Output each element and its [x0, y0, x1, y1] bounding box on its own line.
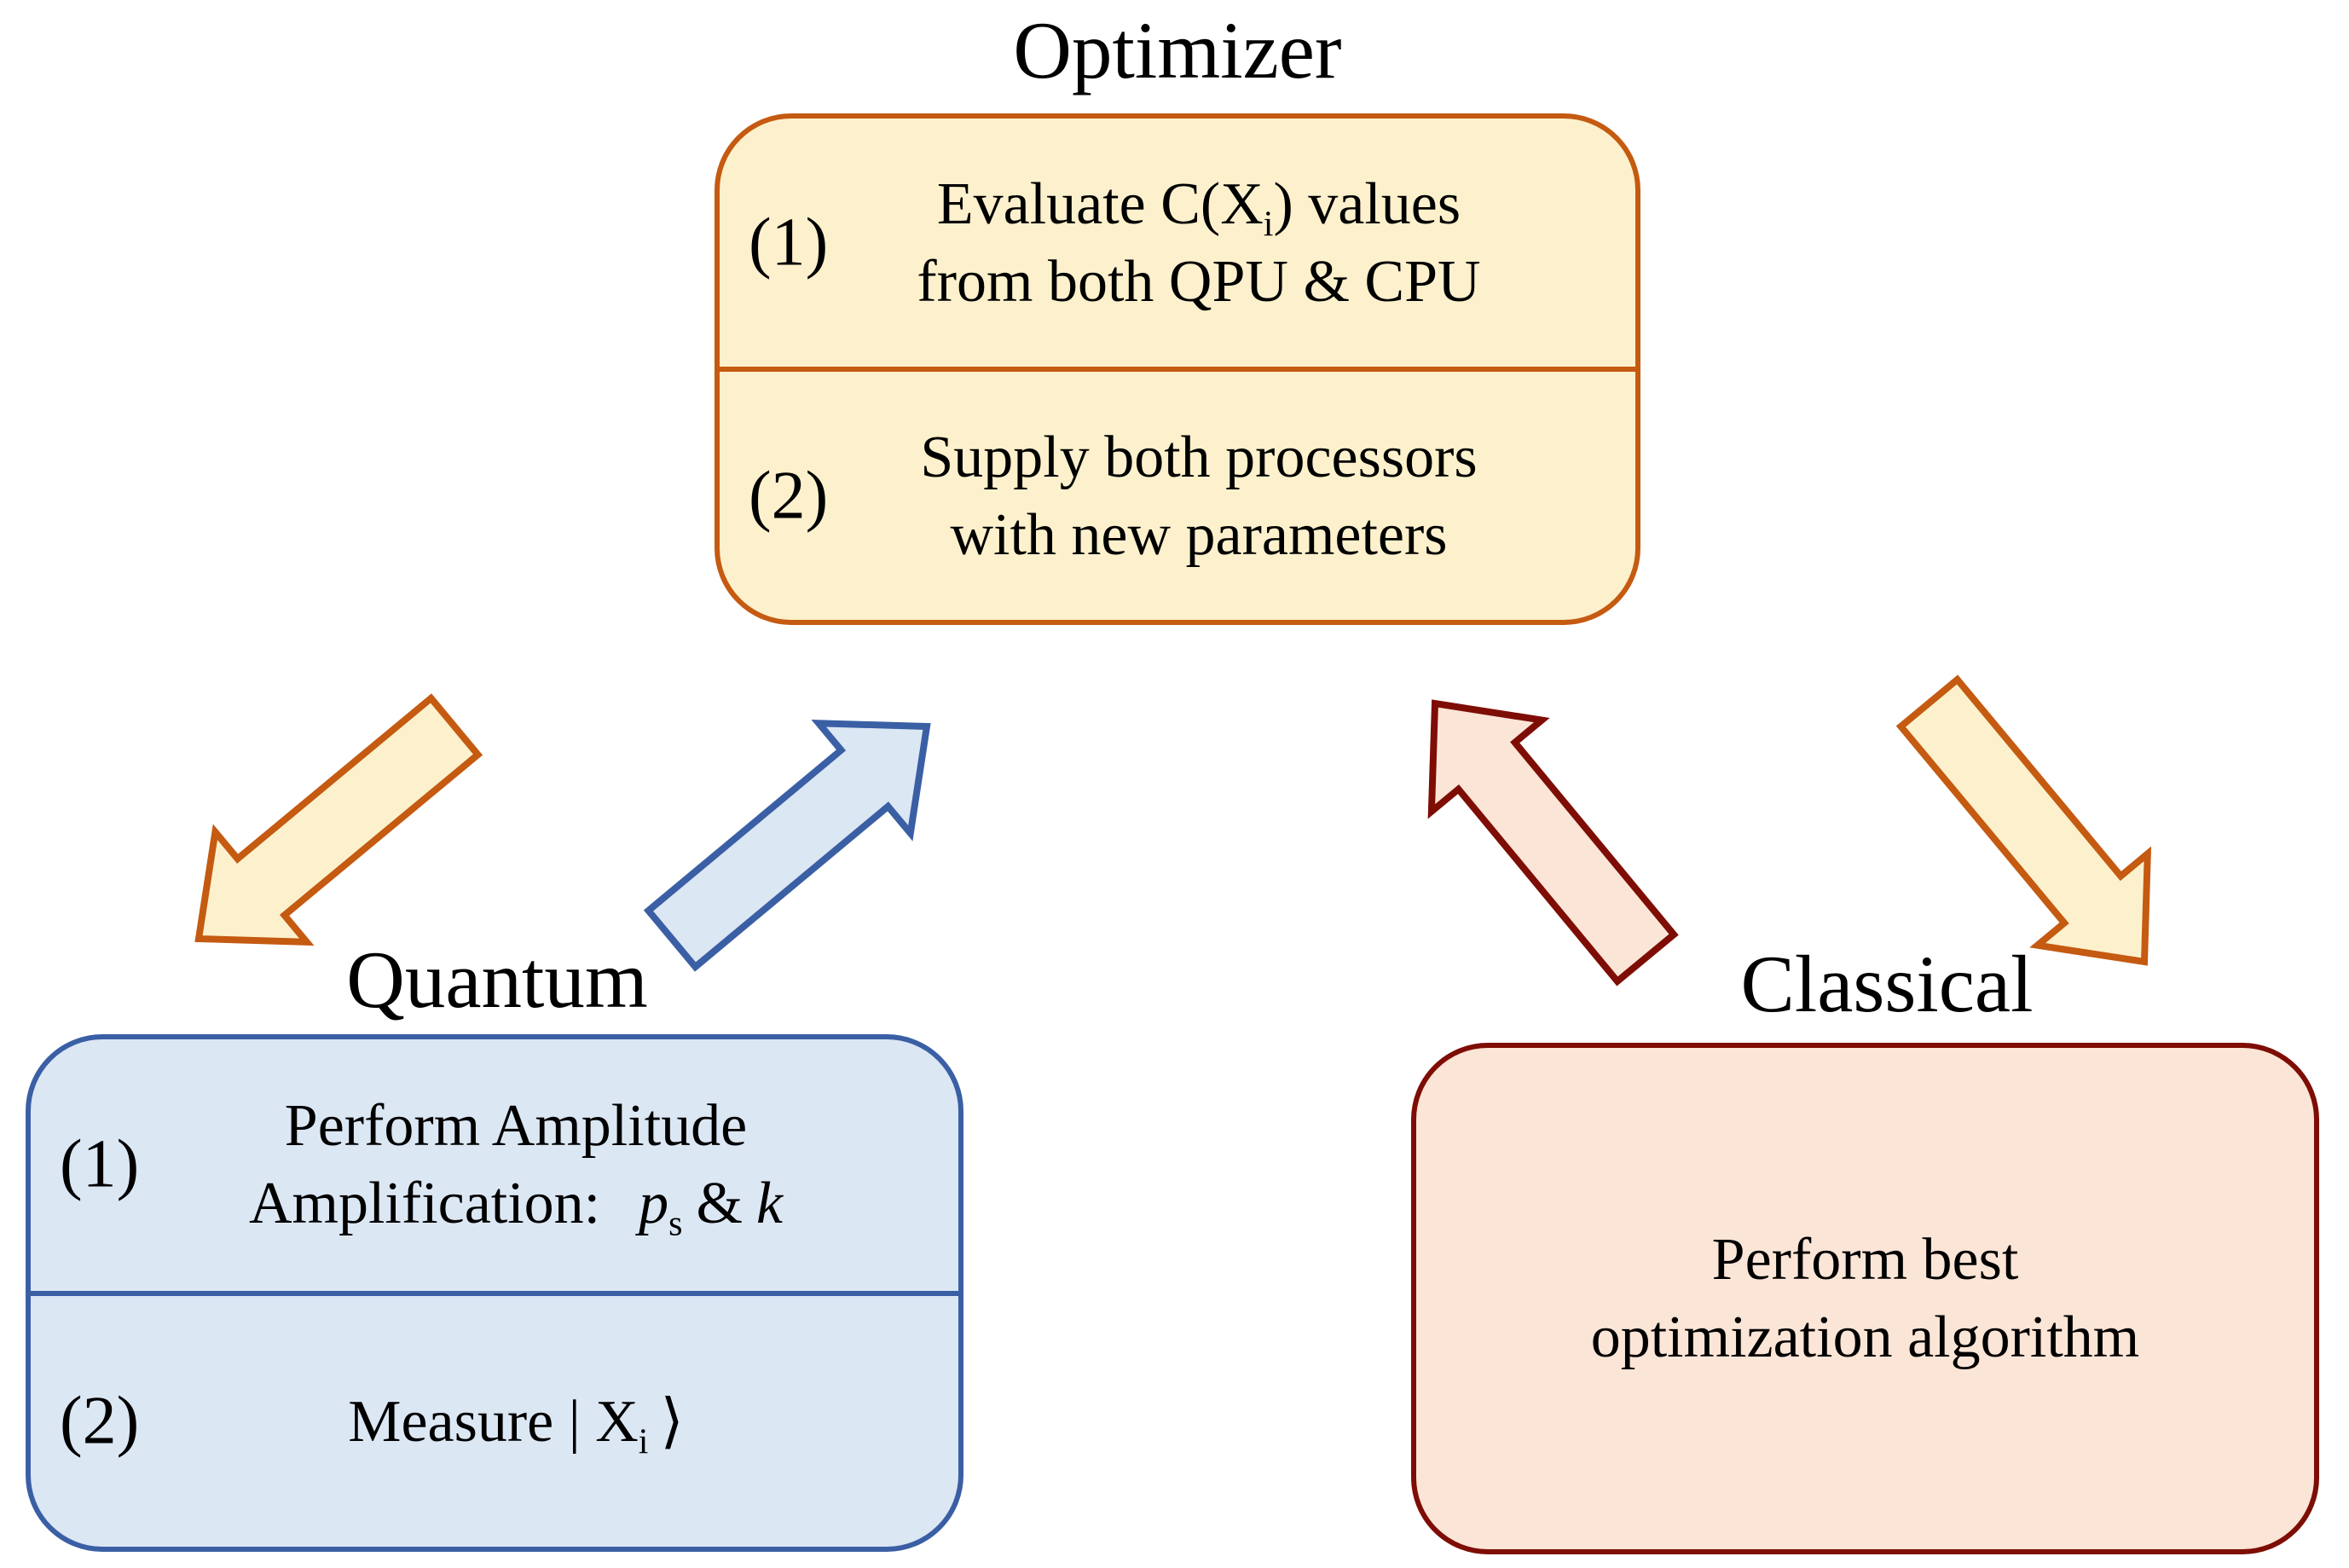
quantum-box: (1) Perform Amplitude Amplification:ps&k…	[26, 1034, 963, 1552]
arrow-classical-to-optimizer-icon	[1427, 699, 1679, 987]
step-text: Measure | Xi⟩	[288, 1382, 701, 1461]
ket-bracket: ⟩	[660, 1385, 684, 1455]
optimizer-step-1: (1) Evaluate C(Xi) values from both QPU …	[720, 119, 1635, 367]
arrow-optimizer-to-quantum-icon	[194, 693, 483, 946]
step-number: (1)	[60, 1126, 140, 1202]
step-text: Supply both processors with new paramete…	[860, 419, 1494, 574]
quantum-step-2: (2) Measure | Xi⟩	[31, 1296, 958, 1548]
optimizer-step-2: (2) Supply both processors with new para…	[720, 372, 1635, 620]
arrow-optimizer-to-classical-icon	[1895, 674, 2152, 966]
text-line: Supply both processors	[920, 424, 1478, 490]
quantum-title: Quantum	[346, 934, 648, 1025]
step-number: (2)	[749, 458, 829, 533]
text-line: Perform best	[1711, 1227, 2019, 1293]
step-text: Perform Amplitude Amplification:ps&k	[189, 1087, 800, 1242]
optimizer-title: Optimizer	[1013, 5, 1342, 95]
math-symbol: p	[639, 1171, 669, 1237]
classical-title: Classical	[1740, 939, 2034, 1029]
quantum-step-1: (1) Perform Amplitude Amplification:ps&k	[31, 1039, 958, 1291]
math-symbol: k	[755, 1171, 784, 1237]
text-line: optimization algorithm	[1590, 1305, 2140, 1370]
classical-box: Perform best optimization algorithm	[1411, 1043, 2319, 1554]
arrow-quantum-to-optimizer-icon	[643, 720, 931, 972]
classical-text: Perform best optimization algorithm	[1416, 1221, 2314, 1376]
text-line: Measure | Xi⟩	[348, 1385, 684, 1462]
subscript: i	[638, 1422, 649, 1462]
subscript: s	[668, 1204, 683, 1244]
text-line: from both QPU & CPU	[917, 248, 1481, 315]
divider	[720, 367, 1635, 372]
divider	[31, 1290, 958, 1296]
step-text: Evaluate C(Xi) values from both QPU & CP…	[857, 165, 1497, 321]
step-number: (1)	[749, 205, 829, 280]
text-line: Evaluate C(Xi) values	[936, 171, 1461, 245]
step-number: (2)	[60, 1383, 140, 1459]
text-line: Perform Amplitude	[284, 1093, 748, 1160]
text-line: with new parameters	[950, 501, 1448, 568]
text-line: Amplification:ps&k	[248, 1171, 784, 1244]
subscript: i	[1263, 205, 1274, 245]
optimizer-box: (1) Evaluate C(Xi) values from both QPU …	[715, 113, 1640, 625]
